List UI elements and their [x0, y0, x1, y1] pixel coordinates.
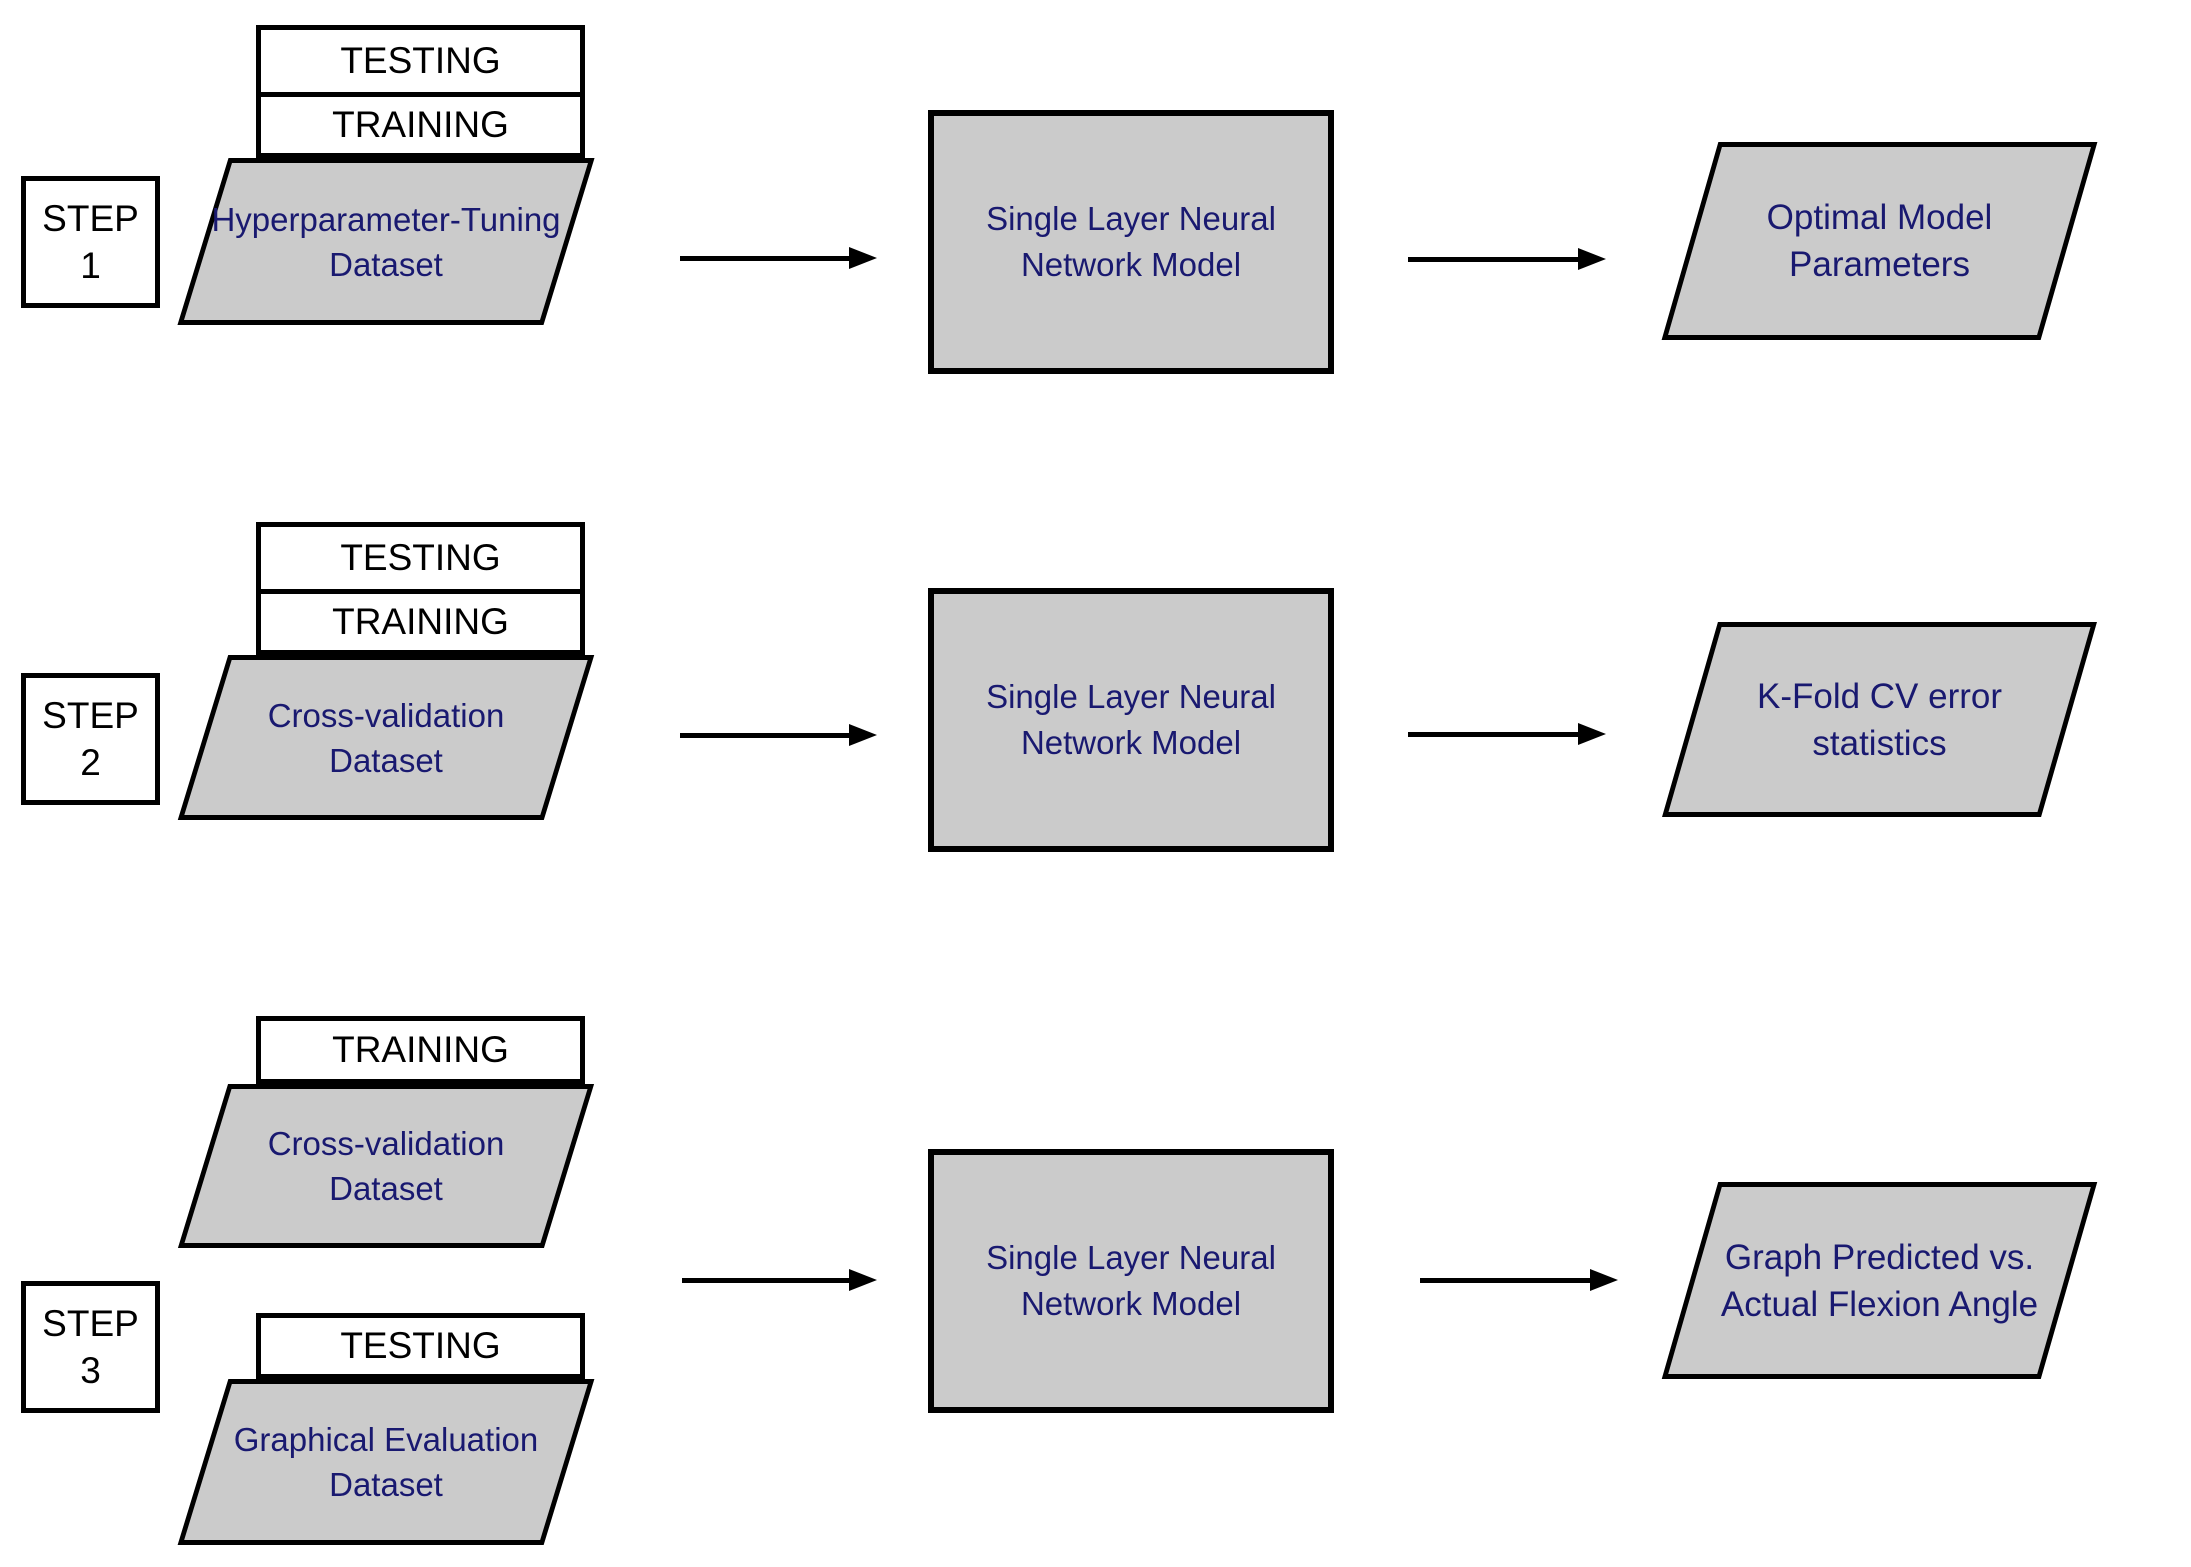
step-2-model-box: Single Layer Neural Network Model [928, 588, 1334, 852]
step-1-output-line2: Parameters [1789, 245, 1970, 284]
step-3-output-line2: Actual Flexion Angle [1720, 1284, 2039, 1324]
step-3-crossvalidation-dataset: Cross-validation Dataset [177, 1084, 595, 1248]
step-3-badge: STEP 3 [21, 1281, 160, 1413]
step-1-training-label: TRAINING [332, 104, 509, 145]
step-2-input-arrow-right-icon [680, 724, 877, 746]
step-3-training-tab: TRAINING [256, 1016, 585, 1084]
step-1-output: Optimal Model Parameters [1661, 142, 2098, 340]
step-2-output: K-Fold CV error statistics [1662, 622, 2097, 817]
step-3-model-box: Single Layer Neural Network Model [928, 1149, 1334, 1413]
step-2-output-line2: statistics [1812, 723, 1947, 763]
step-2-testing-label: TESTING [340, 537, 501, 578]
step-3-badge-number: 3 [80, 1350, 101, 1391]
step-3-graphical-evaluation-line1: Graphical Evaluation [233, 1421, 539, 1458]
step-1-testing-tab: TESTING [256, 25, 585, 97]
arrow-head [1578, 723, 1606, 745]
step-2-training-tab: TRAINING [256, 589, 585, 655]
step-3-crossvalidation-line2: Dataset [329, 1170, 443, 1207]
step-1-testing-label: TESTING [340, 40, 501, 81]
step-1-badge-number: 1 [80, 245, 101, 286]
arrow-head [849, 724, 877, 746]
step-3-output-arrow-right-icon [1420, 1269, 1618, 1291]
step-1-output-line1: Optimal Model [1766, 198, 1993, 237]
arrow-shaft [680, 256, 853, 261]
arrow-head [1578, 248, 1606, 270]
arrow-shaft [1408, 257, 1582, 262]
step-3-crossvalidation-line1: Cross-validation [267, 1125, 505, 1162]
step-2-badge-label: STEP [42, 695, 139, 736]
arrow-shaft [1408, 732, 1582, 737]
step-3-badge-label: STEP [42, 1303, 139, 1344]
step-2-output-line1: K-Fold CV error [1756, 676, 2003, 716]
step-2-input-dataset-line2: Dataset [329, 741, 443, 779]
step-2-testing-tab: TESTING [256, 522, 585, 594]
step-3-graphical-evaluation-line2: Dataset [329, 1466, 443, 1503]
step-3-input-arrow-right-icon [682, 1269, 877, 1291]
step-3-testing-tab: TESTING [256, 1313, 585, 1379]
step-2-badge-number: 2 [80, 742, 101, 783]
step-1-output-arrow-right-icon [1408, 248, 1606, 270]
arrow-shaft [682, 1278, 853, 1283]
arrow-head [849, 1269, 877, 1291]
step-3-graphical-evaluation-dataset: Graphical Evaluation Dataset [177, 1379, 595, 1545]
step-2-input-dataset: Cross-validation Dataset [177, 655, 595, 820]
step-2-output-arrow-right-icon [1408, 723, 1606, 745]
step-1-input-dataset: Hyperparameter-Tuning Dataset [177, 158, 595, 325]
step-1-model-line2: Network Model [1020, 246, 1242, 283]
arrow-head [1590, 1269, 1618, 1291]
arrow-shaft [1420, 1278, 1594, 1283]
step-1-badge: STEP 1 [21, 176, 160, 308]
step-1-badge-label: STEP [42, 198, 139, 239]
step-2-training-label: TRAINING [332, 601, 509, 642]
step-2-model-line1: Single Layer Neural [986, 678, 1276, 715]
step-3-output-line1: Graph Predicted vs. [1724, 1237, 2035, 1277]
step-1-model-line1: Single Layer Neural [986, 200, 1276, 237]
step-1-model-box: Single Layer Neural Network Model [928, 110, 1334, 374]
step-3-model-line1: Single Layer Neural [986, 1239, 1276, 1276]
step-3-training-label: TRAINING [332, 1029, 509, 1070]
step-1-training-tab: TRAINING [256, 92, 585, 158]
step-3-model-line2: Network Model [1020, 1285, 1242, 1322]
step-2-model-line2: Network Model [1020, 724, 1242, 761]
step-2-input-dataset-line1: Cross-validation [267, 696, 505, 734]
step-3-output: Graph Predicted vs. Actual Flexion Angle [1661, 1182, 2098, 1379]
arrow-shaft [680, 733, 853, 738]
step-1-input-dataset-line2: Dataset [329, 245, 443, 283]
step-1-input-dataset-line1: Hyperparameter-Tuning [211, 200, 561, 238]
step-2-badge: STEP 2 [21, 673, 160, 805]
arrow-head [849, 247, 877, 269]
step-3-testing-label: TESTING [340, 1325, 501, 1366]
step-1-input-arrow-right-icon [680, 247, 877, 269]
